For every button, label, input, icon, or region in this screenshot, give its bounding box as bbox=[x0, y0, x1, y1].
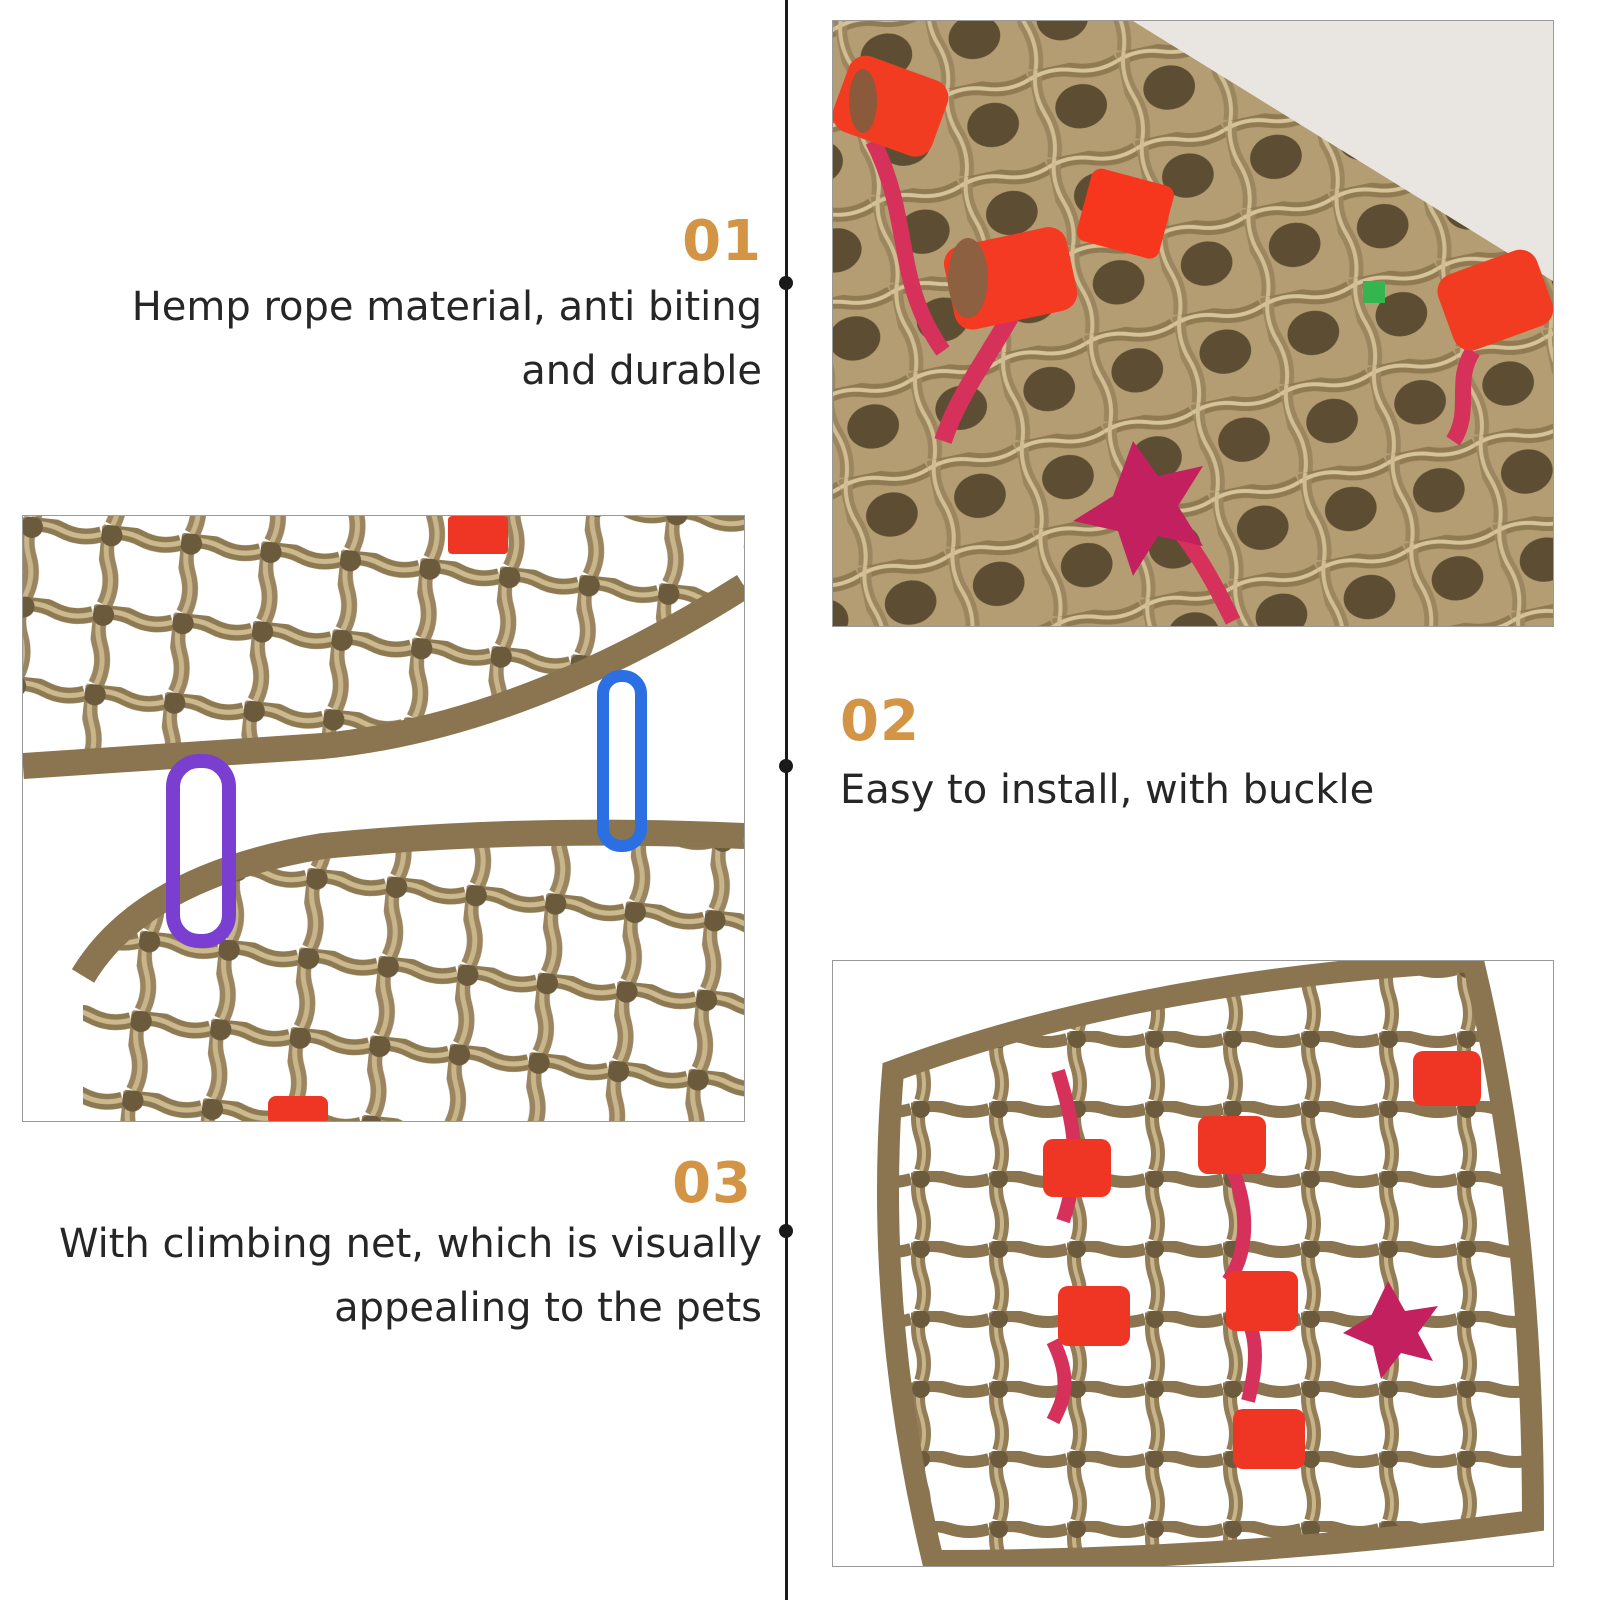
timeline-dot-3 bbox=[779, 1224, 793, 1238]
feature-02-line-1: Easy to install, with buckle bbox=[840, 767, 1375, 813]
feature-description-03: With climbing net, which is visually app… bbox=[59, 1212, 762, 1340]
feature-description-01: Hemp rope material, anti biting and dura… bbox=[132, 275, 762, 403]
feature-03-line-1: With climbing net, which is visually bbox=[58, 1221, 762, 1267]
feature-01-line-1: Hemp rope material, anti biting bbox=[131, 284, 762, 330]
feature-description-02: Easy to install, with buckle bbox=[840, 758, 1374, 822]
timeline-dot-1 bbox=[779, 276, 793, 290]
feature-number-01: 01 bbox=[682, 209, 762, 274]
rope-net-closeup-photo bbox=[832, 20, 1554, 627]
timeline-divider bbox=[785, 0, 788, 1600]
feature-01-line-2: and durable bbox=[521, 348, 762, 394]
net-with-buckles-photo bbox=[22, 515, 745, 1122]
feature-03-line-2: appealing to the pets bbox=[334, 1285, 762, 1331]
feature-number-02: 02 bbox=[840, 689, 920, 754]
full-climbing-net-photo bbox=[832, 960, 1554, 1567]
timeline-dot-2 bbox=[779, 759, 793, 773]
feature-number-03: 03 bbox=[672, 1151, 752, 1216]
